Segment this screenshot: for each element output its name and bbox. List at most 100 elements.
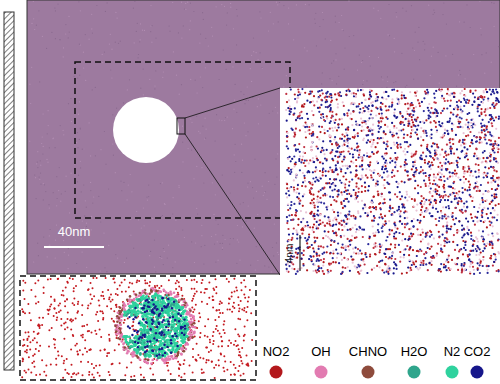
atom-dot — [289, 207, 291, 209]
atom-dot — [100, 271, 101, 272]
atom-dot — [465, 218, 467, 220]
atom-dot — [479, 264, 481, 266]
atom-dot — [388, 34, 389, 35]
atom-dot — [60, 125, 61, 126]
atom-dot — [314, 237, 316, 239]
atom-dot — [443, 240, 445, 242]
atom-dot — [435, 157, 437, 159]
atom-dot — [104, 52, 105, 53]
atom-dot — [353, 92, 355, 94]
atom-dot — [354, 265, 356, 267]
atom-dot — [393, 141, 395, 143]
atom-dot — [472, 266, 474, 268]
atom-dot — [363, 80, 364, 81]
atom-dot — [311, 125, 313, 127]
atom-dot — [44, 184, 45, 185]
atom-dot — [445, 158, 447, 160]
atom-dot — [76, 263, 77, 264]
atom-dot — [332, 80, 333, 81]
atom-dot — [147, 200, 148, 201]
atom-dot — [287, 220, 289, 222]
atom-dot — [250, 265, 251, 266]
atom-dot — [69, 212, 70, 213]
atom-dot — [288, 265, 290, 267]
atom-dot — [296, 270, 298, 272]
atom-dot — [459, 70, 460, 71]
atom-dot — [361, 112, 363, 114]
atom-dot — [411, 5, 412, 6]
atom-dot — [276, 2, 277, 3]
atom-dot — [221, 120, 222, 121]
atom-dot — [326, 251, 328, 253]
atom-dot — [427, 247, 429, 249]
atom-dot — [182, 142, 183, 143]
atom-dot — [299, 129, 301, 131]
atom-dot — [461, 225, 463, 227]
atom-dot — [396, 132, 398, 134]
atom-dot — [479, 272, 481, 274]
atom-dot — [304, 237, 306, 239]
atom-dot — [302, 205, 304, 207]
atom-dot — [63, 240, 64, 241]
atom-dot — [188, 148, 189, 149]
atom-dot — [302, 181, 304, 183]
atom-dot — [413, 218, 415, 220]
atom-dot — [183, 25, 184, 26]
atom-dot — [286, 101, 288, 103]
atom-dot — [318, 255, 320, 257]
atom-dot — [470, 122, 472, 124]
atom-dot — [271, 271, 272, 272]
atom-dot — [403, 124, 405, 126]
atom-dot — [425, 199, 427, 201]
atom-dot — [431, 234, 433, 236]
atom-dot — [406, 134, 408, 136]
atom-dot — [331, 63, 332, 64]
atom-dot — [373, 172, 375, 174]
atom-dot — [455, 217, 457, 219]
atom-dot — [245, 221, 246, 222]
atom-dot — [341, 15, 342, 16]
atom-dot — [124, 262, 125, 263]
atom-dot — [450, 268, 452, 270]
atom-dot — [418, 27, 419, 28]
atom-dot — [201, 225, 202, 226]
atom-dot — [487, 269, 489, 271]
atom-dot — [154, 85, 155, 86]
atom-dot — [406, 272, 408, 274]
atom-dot — [416, 129, 418, 131]
atom-dot — [57, 4, 58, 5]
atom-dot — [268, 30, 269, 31]
atom-dot — [339, 22, 340, 23]
atom-dot — [118, 43, 119, 44]
atom-dot — [140, 88, 141, 89]
atom-dot — [247, 131, 248, 132]
atom-dot — [364, 212, 366, 214]
atom-dot — [162, 77, 163, 78]
atom-dot — [464, 95, 466, 97]
atom-dot — [477, 110, 479, 112]
atom-dot — [361, 125, 363, 127]
atom-dot — [347, 115, 349, 117]
atom-dot — [288, 194, 290, 196]
atom-dot — [430, 107, 432, 109]
atom-dot — [314, 181, 316, 183]
atom-dot — [247, 183, 248, 184]
atom-dot — [494, 140, 496, 142]
atom-dot — [194, 60, 195, 61]
atom-dot — [293, 179, 295, 181]
atom-dot — [346, 127, 348, 129]
atom-dot — [311, 110, 313, 112]
atom-dot — [466, 4, 467, 5]
atom-dot — [431, 56, 432, 57]
atom-dot — [230, 216, 231, 217]
atom-dot — [162, 215, 163, 216]
atom-dot — [295, 229, 297, 231]
atom-dot — [38, 10, 39, 11]
atom-dot — [251, 81, 252, 82]
atom-dot — [398, 244, 400, 246]
atom-dot — [117, 258, 118, 259]
atom-dot — [315, 166, 317, 168]
atom-dot — [350, 195, 352, 197]
atom-dot — [326, 159, 328, 161]
atom-dot — [352, 215, 354, 217]
